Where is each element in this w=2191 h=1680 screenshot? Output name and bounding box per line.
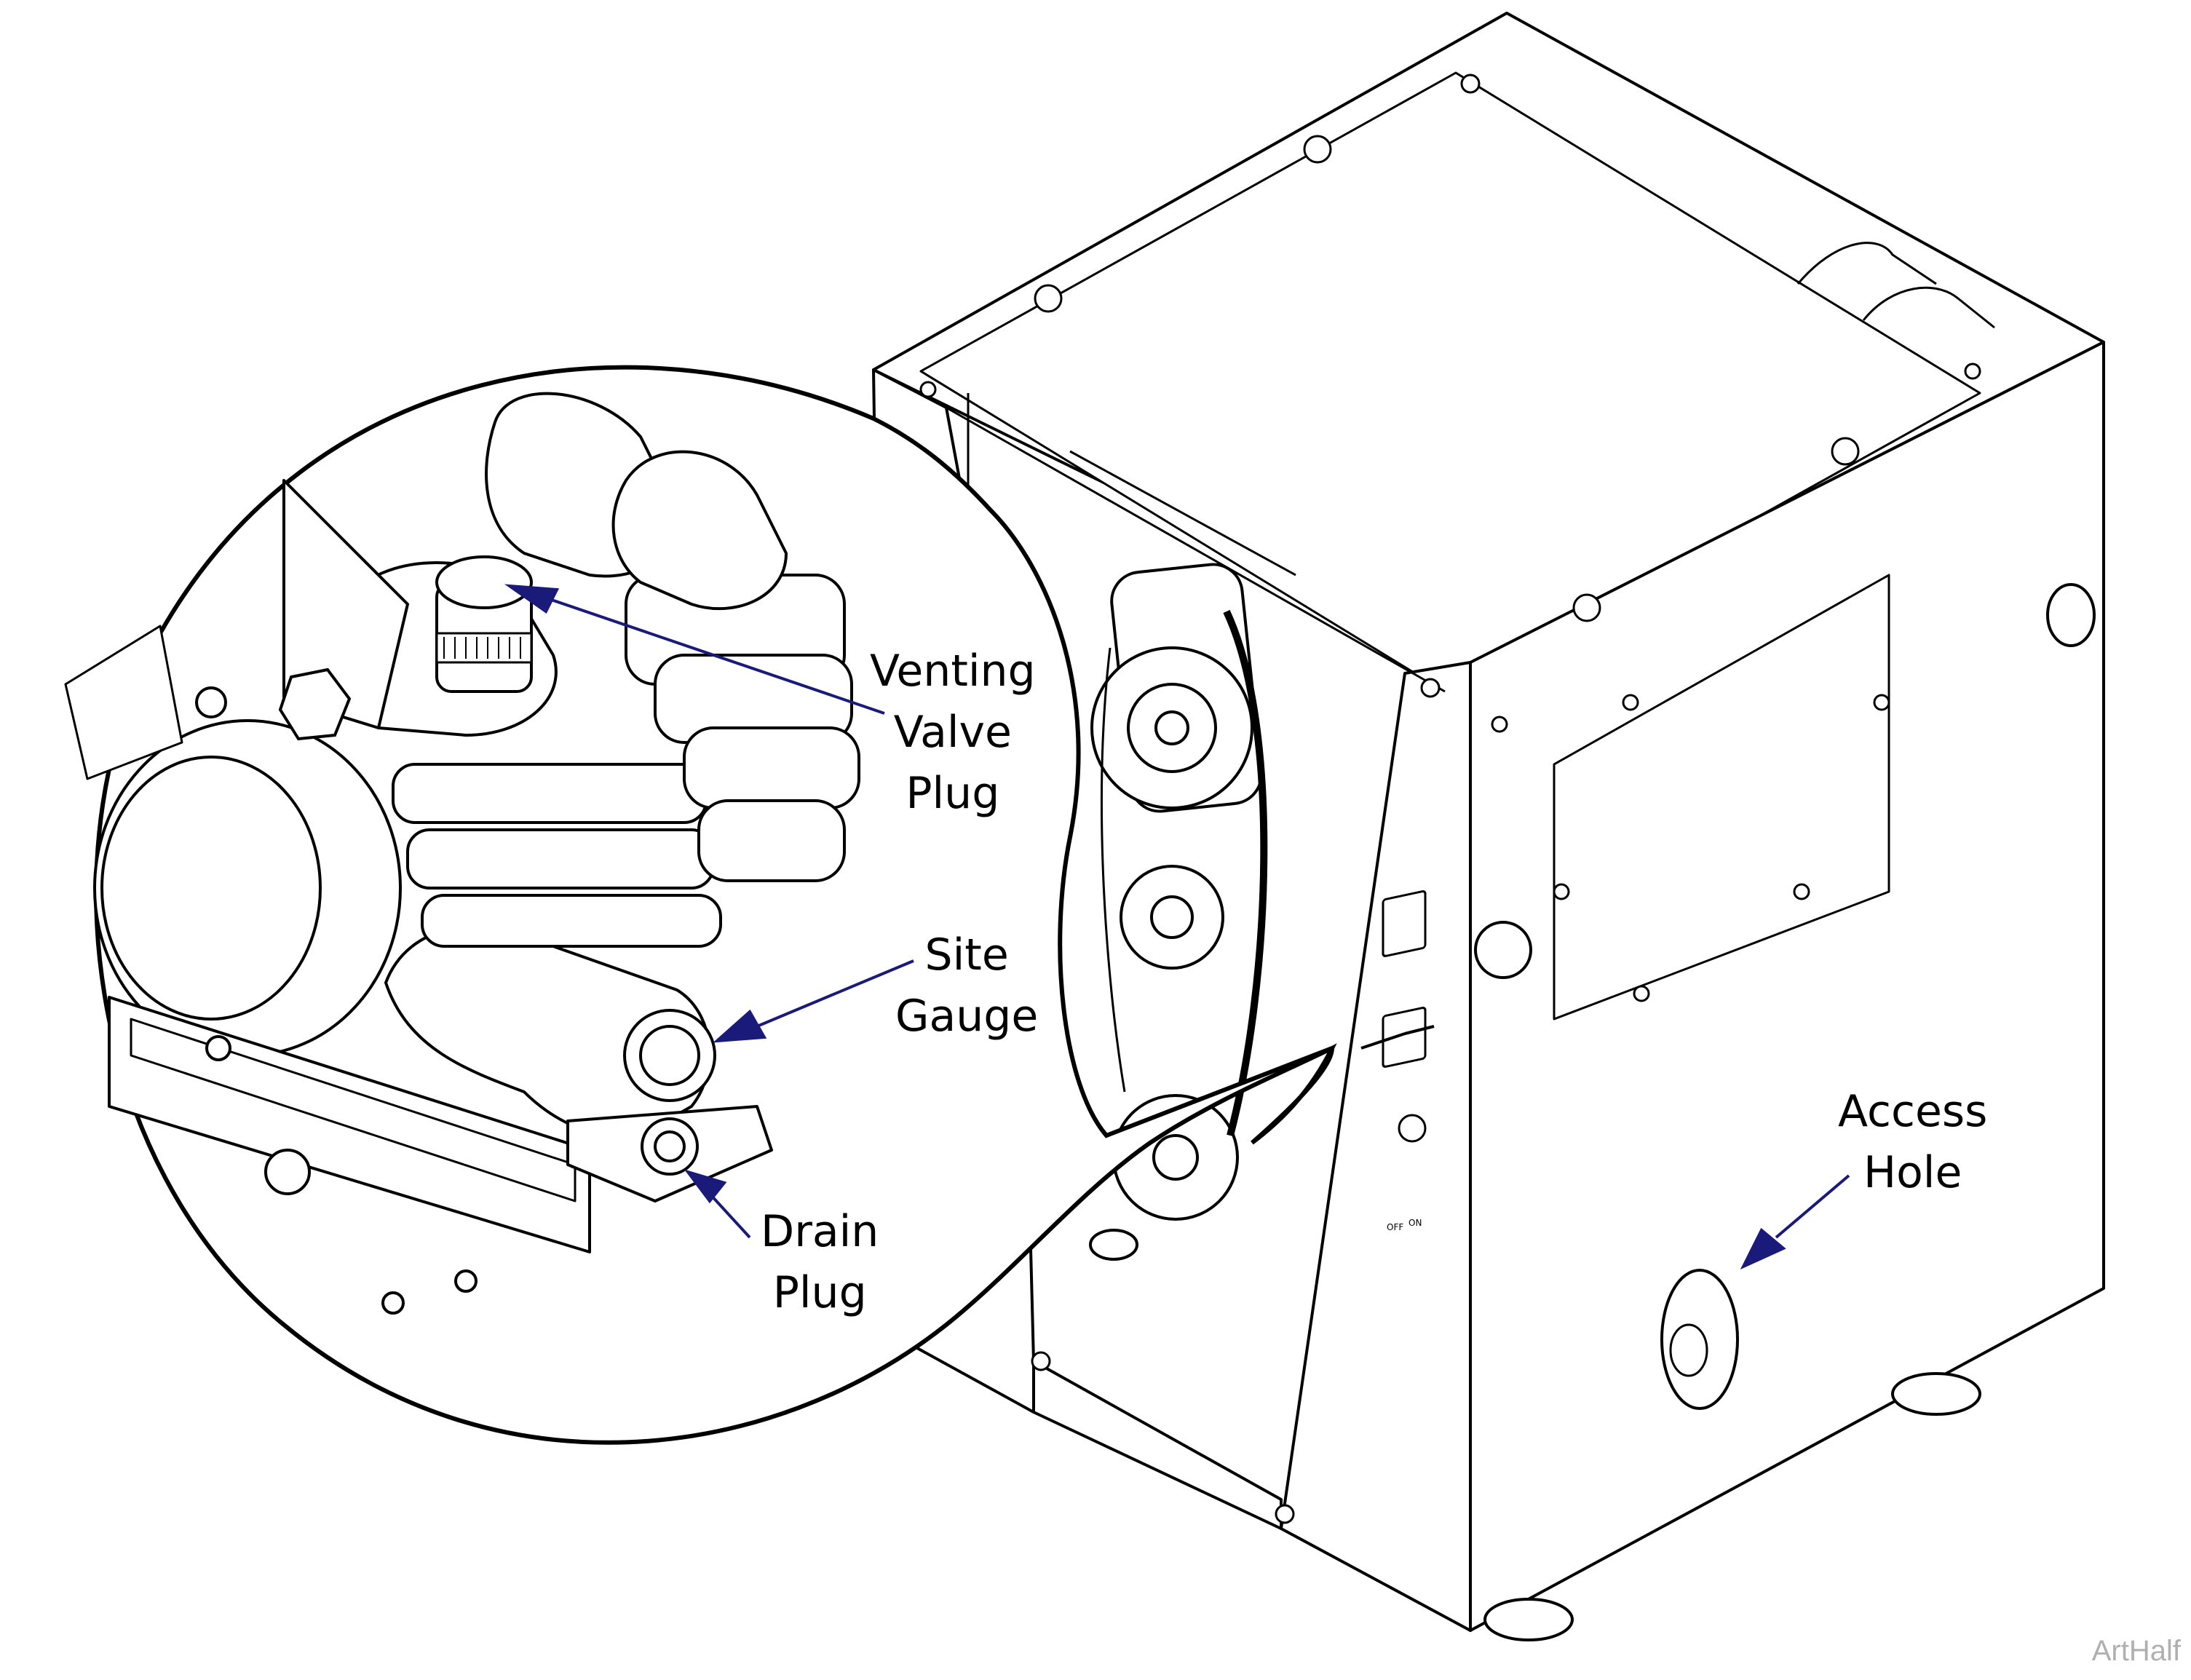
cabinet-front-frame (1280, 661, 1472, 1632)
access-hole-inner (1669, 1323, 1708, 1377)
rocker-switch (1382, 890, 1427, 957)
compressor-detail (64, 392, 860, 1253)
side-port-hole (2046, 583, 2096, 647)
callout-line: Plug (906, 768, 1000, 819)
callout-line: Hole (1863, 1147, 1962, 1198)
power-connector (1398, 1114, 1427, 1143)
cooling-fins (392, 574, 860, 948)
top-ridge (1796, 242, 1937, 285)
callout-access-hole: Access Hole (1838, 1081, 1987, 1203)
cabinet-top-lid (919, 71, 1981, 693)
compressor-parts (195, 555, 716, 1315)
cabinet-foot (1891, 1372, 1981, 1416)
drain-plug-arrowhead (684, 1169, 727, 1204)
callout-site-gauge: Site Gauge (895, 924, 1038, 1047)
access-hole-arrowhead (1740, 1227, 1786, 1270)
site-gauge (623, 1009, 716, 1102)
cabinet-foot (1483, 1598, 1574, 1641)
belt-drive (1090, 563, 1435, 1221)
venting-valve-plug (435, 555, 533, 693)
drive-belt (1223, 609, 1268, 1137)
front-controls (1382, 890, 1427, 1143)
cabinet-side-panel (1469, 341, 2105, 1632)
switch-on-label: ON (1408, 1218, 1422, 1228)
callout-line: Venting (870, 646, 1036, 697)
frame-edge (946, 406, 1446, 693)
site-gauge-arrowhead (713, 1009, 767, 1043)
cable-grommet (1360, 1025, 1435, 1050)
callout-line: Access (1838, 1086, 1988, 1137)
cabinet-foot (1089, 1229, 1138, 1261)
drain-plug-leader (708, 1192, 751, 1239)
drain-plug (641, 1117, 699, 1176)
bracket-plate (282, 479, 409, 729)
callout-line: Drain (761, 1206, 879, 1257)
site-gauge-leader (756, 959, 914, 1028)
circuit-breaker (1382, 1007, 1427, 1068)
callout-line: Gauge (895, 991, 1039, 1042)
cabinet-base (1032, 1360, 1283, 1530)
callout-line: Plug (772, 1267, 867, 1318)
callout-venting-valve-plug: Venting Valve Plug (870, 641, 1036, 824)
switch-off-label: OFF (1387, 1222, 1403, 1232)
venting-valve-arrowhead (504, 584, 560, 614)
venting-valve-leader (538, 594, 885, 715)
callout-line: Site (924, 930, 1009, 980)
leader-lines (504, 584, 1850, 1270)
callout-line: Valve (893, 707, 1012, 758)
side-port-hole (1474, 921, 1532, 979)
callout-drain-plug: Drain Plug (761, 1201, 879, 1323)
frame-edge (1069, 450, 1296, 576)
hex-fitting (278, 667, 352, 741)
side-window (1553, 574, 1890, 1021)
access-hole-leader (1775, 1174, 1850, 1239)
top-ridge (1862, 286, 1995, 329)
watermark-label: ArtHalf (2091, 1635, 2181, 1667)
cabinet-bolts (919, 74, 1981, 1524)
